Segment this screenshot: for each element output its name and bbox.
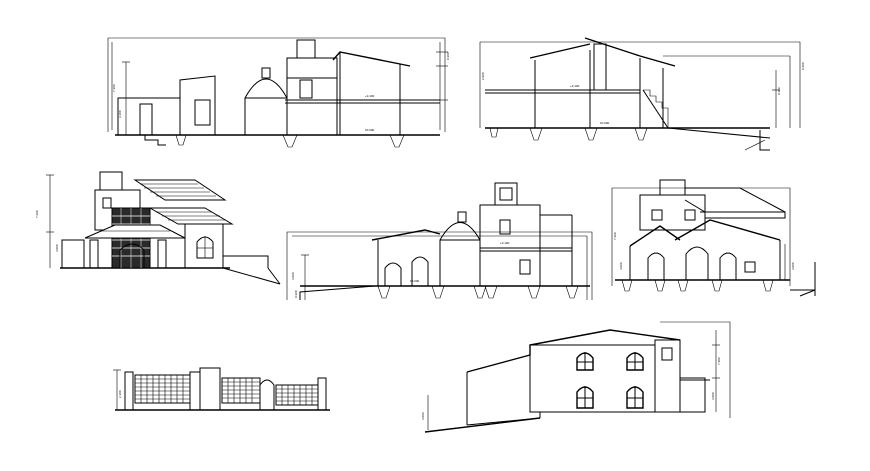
- arched-window: [576, 352, 594, 371]
- elevation-rear: 7.300 3.000 3.000: [421, 321, 731, 433]
- elevation-fence: 2.100: [113, 367, 330, 411]
- dim-label: 3.100: [118, 110, 122, 118]
- section-a-floor-label: ±0.000: [365, 128, 374, 132]
- dim-label: 0.300: [294, 290, 298, 298]
- fence-grille: [135, 375, 190, 403]
- elevation-front: 7.300 4.000: [35, 171, 281, 285]
- dim-label: 4.000: [619, 262, 623, 270]
- roof-tiles: [140, 183, 216, 197]
- dim-label: 0.300: [801, 62, 805, 70]
- dim-label: 7.300: [613, 232, 617, 240]
- section-a: +3.100 ±0.000 7.300 3.100 0.300: [107, 37, 450, 148]
- elevation-right: 7.300 4.000 3.000: [611, 179, 816, 297]
- dim-label: 0.300: [777, 87, 781, 95]
- section-c-level-label: +3.100: [500, 241, 510, 245]
- dim-label: 7.300: [112, 84, 116, 92]
- dim-label: 7.300: [717, 357, 721, 365]
- dim-label: 3.000: [711, 392, 715, 400]
- dim-label: 3.000: [791, 262, 795, 270]
- arched-window: [576, 386, 594, 409]
- dim-label: 7.300: [35, 210, 39, 218]
- arched-window: [626, 352, 644, 371]
- dim-label: 2.100: [118, 390, 122, 398]
- section-c-floor-label: ±0.000: [410, 279, 419, 283]
- dim-label: 3.000: [291, 272, 295, 280]
- dim-label: 2.900: [481, 72, 485, 80]
- arched-window: [626, 386, 644, 409]
- section-c: 3.000 0.300 +3.100 ±0.000: [286, 182, 593, 300]
- section-a-room-label: +3.100: [365, 94, 375, 98]
- dim-label: 3.000: [421, 412, 425, 420]
- dim-label: 0.300: [446, 52, 450, 60]
- dim-label: 4.000: [55, 244, 59, 252]
- section-b-level-label: +3.100: [570, 84, 580, 88]
- section-b-floor-label: ±0.000: [600, 121, 609, 125]
- section-b: +3.100 ±0.000 2.900 0.300 0.300: [479, 37, 805, 151]
